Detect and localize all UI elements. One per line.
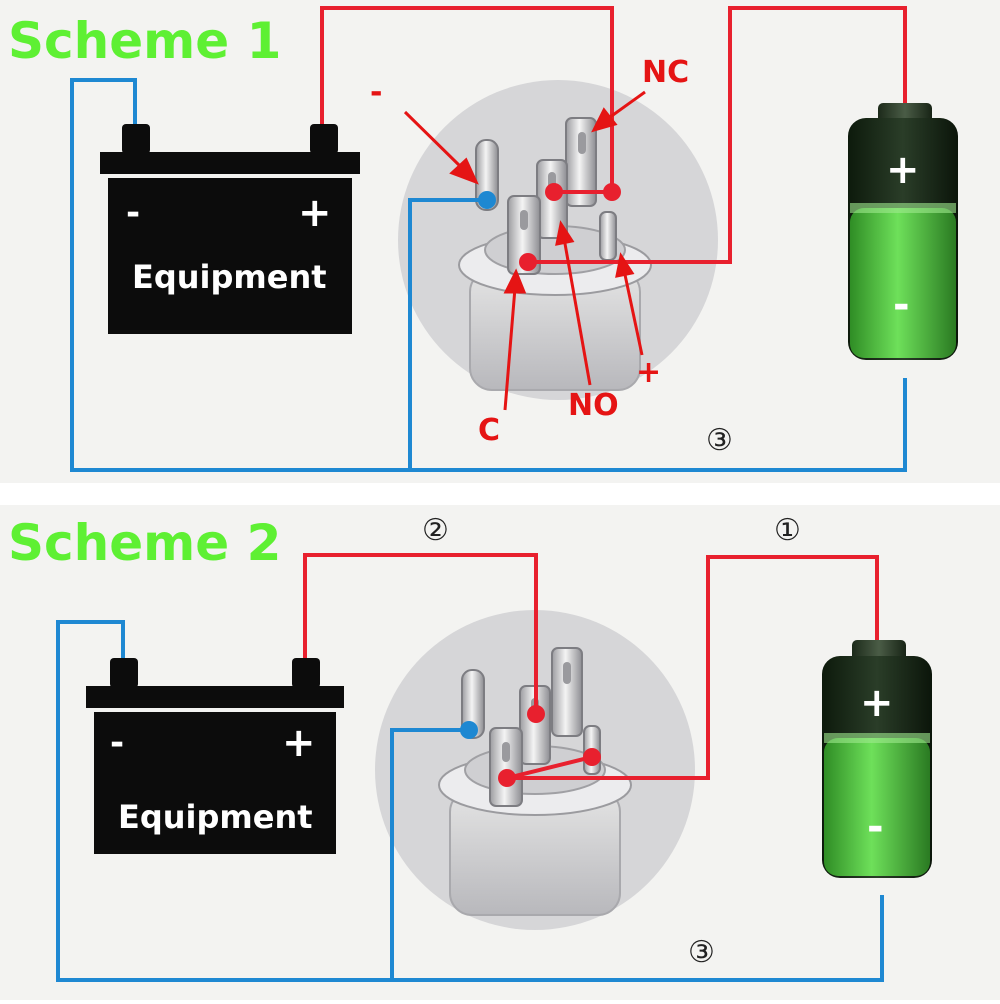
scheme1-label-nc: NC [642, 55, 689, 90]
scheme2-battery: + - [822, 640, 932, 878]
scheme1-arrow-nc [605, 90, 646, 122]
scheme2-battery-plus: + [860, 680, 894, 726]
scheme2-terminal-c [489, 727, 523, 807]
scheme2-wire-switch-minus [390, 728, 469, 980]
scheme2-minus-dot [460, 721, 478, 739]
scheme2-equipment-label: Equipment [118, 798, 313, 836]
scheme2-marker-1: ① [774, 513, 801, 548]
scheme1-arrow-c [503, 287, 517, 411]
scheme1-battery: + - [848, 103, 958, 360]
panel-divider [0, 483, 1000, 505]
scheme1-equipment: - + Equipment [100, 124, 360, 334]
scheme1-no-dot [545, 183, 563, 201]
scheme1-wire-switch-minus [408, 198, 487, 470]
scheme1-wire-negative [70, 78, 907, 472]
scheme1-arrow-minus [403, 110, 464, 170]
scheme1-wire-equipment-positive [320, 6, 614, 194]
scheme2-no-dot [527, 705, 545, 723]
scheme1-equipment-positive-post [310, 124, 338, 154]
scheme1-arrow-plus [622, 269, 644, 356]
scheme1-label-plus: + [636, 355, 661, 390]
scheme2-c-dot [498, 769, 516, 787]
scheme1-minus-dot [478, 191, 496, 209]
scheme1-equipment-plus: + [298, 190, 332, 236]
scheme1-label-minus: - [370, 75, 382, 110]
scheme1-battery-plus: + [886, 147, 920, 193]
scheme1-c-dot [519, 253, 537, 271]
scheme1-equipment-minus: - [126, 193, 140, 233]
scheme2-equipment: - + Equipment [86, 658, 344, 854]
scheme2-equipment-negative-post [110, 658, 138, 688]
scheme2-wire-equipment-positive [303, 553, 538, 714]
scheme1-marker-3: ③ [706, 423, 733, 458]
scheme2-wire-negative [56, 620, 884, 982]
scheme1-battery-minus: - [893, 282, 910, 328]
scheme1-equipment-label: Equipment [132, 258, 327, 296]
scheme2-marker-3: ③ [688, 935, 715, 970]
scheme2-plus-dot [583, 748, 601, 766]
scheme2-equipment-positive-post [292, 658, 320, 688]
scheme2-title: Scheme 2 [8, 514, 281, 572]
scheme1-terminal-plus [599, 211, 617, 261]
scheme2-battery-minus: - [867, 804, 884, 850]
scheme1-terminal-minus [475, 139, 499, 211]
scheme2-equipment-minus: - [110, 723, 124, 763]
scheme2-marker-2: ② [422, 513, 449, 548]
scheme2-wire-battery-positive [506, 555, 879, 780]
scheme1-wire-battery-positive [528, 6, 907, 264]
scheme1-equipment-negative-post [122, 124, 150, 154]
scheme2-equipment-plus: + [282, 720, 316, 766]
scheme1-title: Scheme 1 [8, 12, 281, 70]
scheme2-terminal-nc [551, 647, 583, 737]
scheme1-nc-dot [603, 183, 621, 201]
scheme1-label-no: NO [568, 388, 619, 423]
scheme1-arrow-no [562, 237, 592, 386]
scheme1-label-c: C [478, 413, 500, 448]
